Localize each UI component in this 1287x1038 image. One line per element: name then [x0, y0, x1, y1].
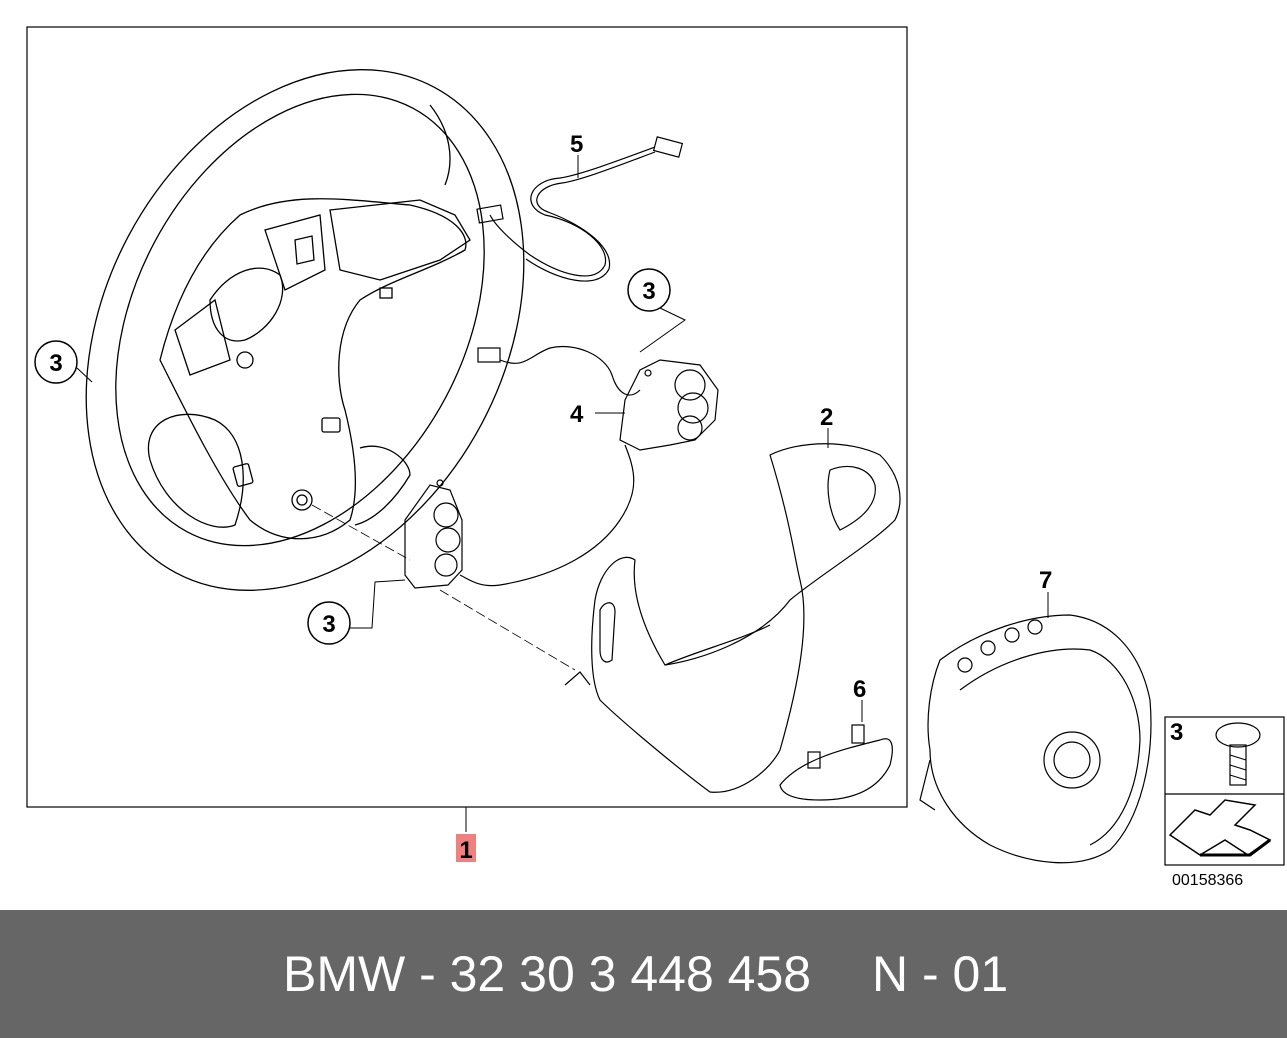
steering-wheel [85, 69, 525, 591]
svg-text:3: 3 [49, 350, 62, 377]
callout-1: 1 [459, 837, 472, 864]
lower-trim-6 [779, 724, 893, 801]
trim-cover-2 [564, 443, 901, 793]
callout-2: 2 [820, 404, 833, 431]
callout-6: 6 [853, 676, 866, 703]
assembly-frame [26, 26, 908, 808]
left-switch [404, 479, 463, 589]
diagram-reference: 00158366 [1172, 872, 1243, 889]
screw-callout-bottom: 3 [307, 579, 406, 645]
callout-5: 5 [570, 131, 583, 158]
arrow-icon [1168, 799, 1272, 856]
left-switch-axis [311, 504, 411, 561]
highlight-1 [456, 834, 476, 862]
lower-switch-axis [439, 589, 576, 671]
screw-callout-top: 3 [627, 268, 686, 353]
screw-legend: 3 [1164, 716, 1285, 866]
screw-icon [1215, 722, 1261, 748]
parts-diagram: 5 4 2 6 [26, 26, 1285, 889]
svg-text:3: 3 [322, 611, 335, 638]
callout-4: 4 [570, 401, 584, 428]
part-number: BMW - 32 30 3 448 458 [283, 946, 812, 1002]
cable-5 [476, 136, 684, 282]
callout-7: 7 [1039, 567, 1052, 594]
svg-text:3: 3 [642, 278, 655, 305]
switch-4 [459, 346, 719, 587]
footer-bar: BMW - 32 30 3 448 458 N - 01 [0, 910, 1287, 1038]
airbag-module-7 [919, 614, 1152, 864]
revision-code: N - 01 [872, 946, 1009, 1002]
screw-callout-left: 3 [34, 340, 93, 384]
svg-text:3: 3 [1170, 719, 1183, 746]
